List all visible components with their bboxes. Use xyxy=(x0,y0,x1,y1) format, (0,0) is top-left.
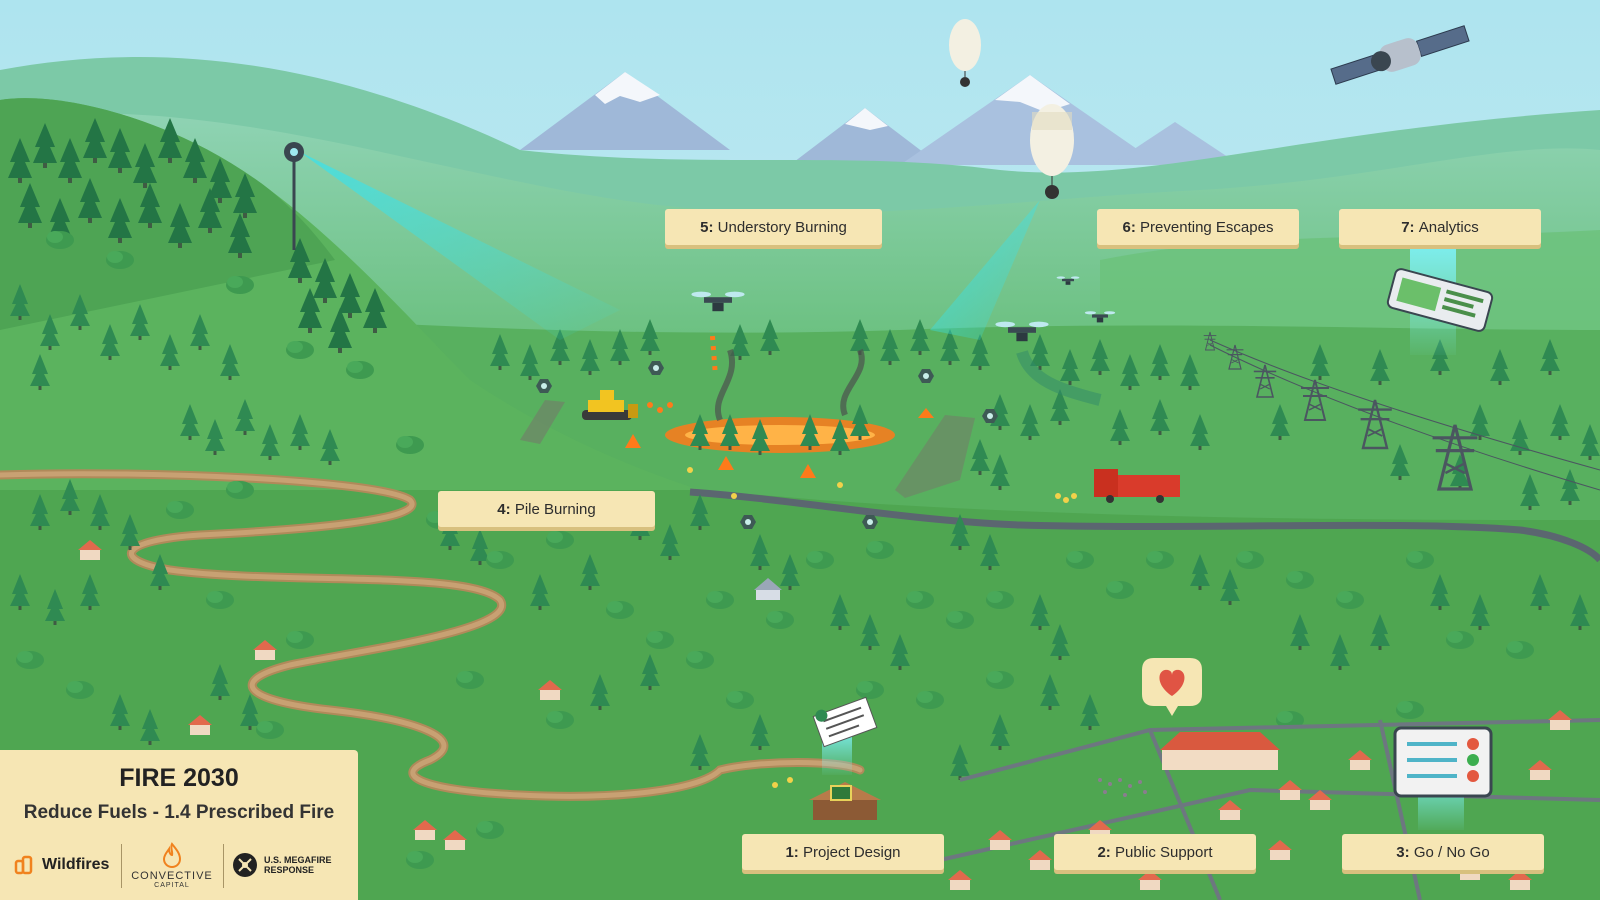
megafire-line1: U.S. MEGAFIRE xyxy=(264,855,332,865)
snowy-mountains xyxy=(520,72,1240,165)
wildfires-text: Wildfires xyxy=(42,856,110,873)
callout-pile-burning[interactable]: 4: Pile Burning xyxy=(438,491,655,527)
document-icon xyxy=(812,696,878,748)
houses xyxy=(78,540,782,850)
megafire-line2: RESPONSE xyxy=(264,865,315,875)
callout-public-support[interactable]: 2: Public Support xyxy=(1054,834,1256,870)
callout-label: Pile Burning xyxy=(514,500,596,518)
flame-icon xyxy=(162,841,182,868)
power-tower-icon xyxy=(1203,331,1600,491)
logo-divider xyxy=(121,844,122,888)
bulldozer-icon xyxy=(582,390,638,420)
callout-preventing-escapes[interactable]: 6: Preventing Escapes xyxy=(1097,209,1299,245)
logo-divider xyxy=(223,844,224,888)
callout-number: 4: xyxy=(497,500,511,518)
callout-label: Go / No Go xyxy=(1413,843,1490,861)
megafire-response-logo: U.S. MEGAFIRE RESPONSE xyxy=(232,836,344,894)
heart-icon xyxy=(1142,658,1202,716)
callout-number: 5: xyxy=(700,218,714,236)
callout-number: 3: xyxy=(1396,843,1410,861)
wildfires-icon xyxy=(14,855,33,875)
convective-text: CONVECTIVE xyxy=(131,869,213,882)
convective-capital-logo: CONVECTIVE CAPITAL xyxy=(126,836,218,894)
balloon-icon xyxy=(949,19,1074,199)
callout-project-design[interactable]: 1: Project Design xyxy=(742,834,944,870)
callout-number: 1: xyxy=(785,843,799,861)
fire-engine-icon xyxy=(1094,469,1180,503)
capital-text: CAPITAL xyxy=(154,881,190,889)
megafire-seal-icon xyxy=(233,853,257,877)
callout-number: 2: xyxy=(1097,843,1111,861)
prescribed-fire-area xyxy=(625,329,934,478)
callout-number: 7: xyxy=(1401,218,1415,236)
ranger-station xyxy=(809,782,881,820)
callout-label: Project Design xyxy=(802,843,901,861)
info-panel: FIRE 2030 Reduce Fuels - 1.4 Prescribed … xyxy=(0,750,358,900)
camera-tower-icon xyxy=(284,142,304,250)
satellite-icon xyxy=(1330,25,1470,85)
checklist-icon xyxy=(1393,726,1493,798)
callout-label: Analytics xyxy=(1418,218,1479,236)
info-subtitle: Reduce Fuels - 1.4 Prescribed Fire xyxy=(23,802,335,823)
callout-label: Public Support xyxy=(1114,843,1213,861)
wildfires-logo: Wildfires xyxy=(14,836,109,894)
info-title: FIRE 2030 xyxy=(119,764,239,792)
callout-go-no-go[interactable]: 3: Go / No Go xyxy=(1342,834,1544,870)
callout-label: Preventing Escapes xyxy=(1140,218,1274,236)
callout-understory-burning[interactable]: 5: Understory Burning xyxy=(665,209,882,245)
tablet-icon xyxy=(1386,268,1494,332)
partner-logos: Wildfires CONVECTIVE CAPITAL U.S. MEGAFI… xyxy=(0,836,358,894)
callout-analytics[interactable]: 7: Analytics xyxy=(1339,209,1541,245)
fire-crew xyxy=(687,467,1077,788)
callout-label: Understory Burning xyxy=(717,218,847,236)
callout-number: 6: xyxy=(1122,218,1136,236)
